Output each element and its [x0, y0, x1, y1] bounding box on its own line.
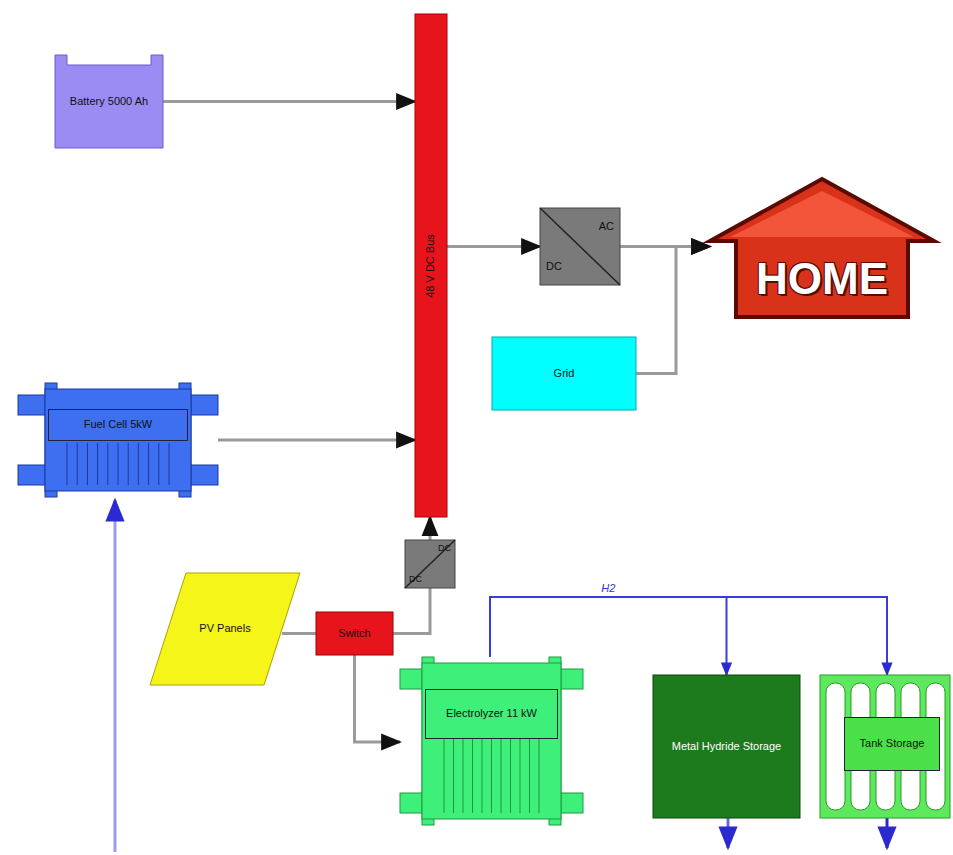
- node-label: DC: [409, 574, 422, 585]
- node-label: DC: [438, 543, 451, 554]
- battery: Battery 5000 Ah: [55, 55, 163, 148]
- label-plate: Fuel Cell 5kW: [48, 409, 188, 441]
- home-icon: HOME: [708, 175, 936, 320]
- pv-panels: PV Panels: [150, 573, 300, 685]
- tank-storage: Tank Storage: [820, 675, 950, 818]
- node-label: Fuel Cell 5kW: [84, 418, 152, 431]
- power-wire: [429, 517, 432, 540]
- power-wire: [163, 100, 415, 103]
- power-wire: [636, 247, 710, 374]
- power-wire: [355, 655, 401, 742]
- node-label: Electrolyzer 11 kW: [446, 707, 537, 720]
- inverter: AC DC: [540, 208, 620, 285]
- power-wire: [282, 632, 316, 635]
- metal-hydride-storage: Metal Hydride Storage: [653, 675, 800, 818]
- hydrogen-supply-line: [114, 500, 117, 852]
- node-label: Tank Storage: [860, 737, 925, 750]
- fuel-cell: Fuel Cell 5kW: [18, 383, 218, 497]
- node-outline: [540, 208, 620, 285]
- node-outline: [400, 657, 583, 825]
- node-label: PV Panels: [199, 622, 250, 635]
- node-label: Battery 5000 Ah: [70, 95, 148, 108]
- node-label: HOME: [736, 241, 908, 317]
- node-label: AC: [599, 220, 614, 233]
- node-label: Grid: [554, 367, 575, 380]
- edge-label: H2: [599, 582, 617, 594]
- power-wire: [447, 245, 540, 248]
- node-label: Metal Hydride Storage: [672, 740, 781, 753]
- node-label: DC: [546, 260, 562, 273]
- node-label: Switch: [338, 627, 370, 640]
- hydrogen-output-line: [727, 818, 730, 848]
- hydrogen-output-line: [886, 818, 889, 848]
- power-wire: [218, 439, 415, 442]
- label-plate: Tank Storage: [844, 717, 940, 771]
- power-wire: [393, 588, 430, 634]
- grid-box: Grid: [492, 337, 636, 410]
- electrolyzer: Electrolyzer 11 kW: [400, 657, 583, 825]
- node-label: 48 V DC Bus: [424, 234, 437, 298]
- dc-dc-converter: DC DC: [405, 540, 455, 588]
- switch-box: Switch: [316, 612, 393, 655]
- label-plate: Electrolyzer 11 kW: [425, 689, 558, 739]
- dc-bus: 48 V DC Bus: [415, 14, 447, 517]
